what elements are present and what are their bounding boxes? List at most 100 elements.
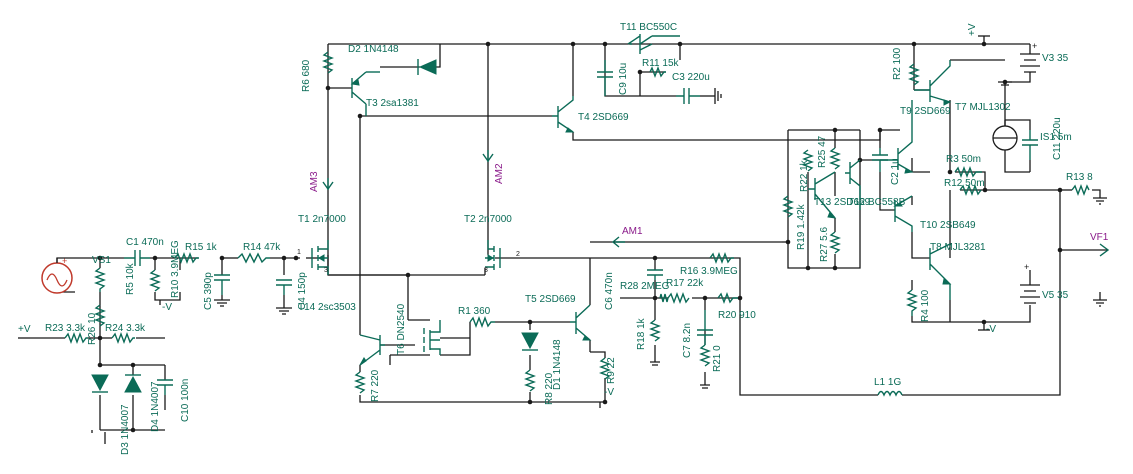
resistor-r28	[659, 293, 669, 303]
resistor-r8	[524, 369, 536, 392]
component-labels: VS1 +V R23 3.3k R24 3.3k R26 10 R5 10k C…	[18, 22, 1109, 455]
transistor-t13	[808, 171, 837, 219]
capacitor-c7	[697, 310, 713, 345]
label-am2: AM2	[494, 163, 505, 184]
resistor-r5	[94, 267, 106, 292]
label-t4: T4 2SD669	[578, 112, 629, 123]
voltage-probe-vf1	[1099, 243, 1110, 257]
transistor-t8	[929, 243, 952, 300]
diode-d4	[124, 374, 142, 393]
label-t11: T11 BC550C	[620, 22, 677, 33]
resistor-r2	[908, 63, 920, 86]
label-t7: T7 MJL1302	[955, 102, 1011, 113]
label-t3: T3 2sa1381	[366, 98, 419, 109]
label-pin3b: 3	[484, 267, 488, 274]
ammeter-am3	[322, 178, 334, 191]
label-c10: C10 100n	[180, 379, 191, 422]
label-t1: T1 2n7000	[298, 214, 346, 225]
svg-text:+: +	[62, 256, 67, 266]
svg-text:+: +	[1024, 262, 1029, 272]
wires	[30, 36, 1108, 431]
label-r12: R12 50m	[944, 178, 985, 189]
capacitor-c1	[124, 250, 150, 266]
label-r8: R8 220	[544, 372, 555, 405]
label-c5: C5 390p	[203, 272, 214, 310]
label-r3: R3 50m	[946, 154, 981, 165]
capacitor-c10	[157, 379, 173, 395]
label-r20: R20 910	[718, 310, 756, 321]
transistor-t11	[627, 34, 680, 54]
label-r24: R24 3.3k	[105, 323, 146, 334]
label-r19: R19 1.42k	[796, 203, 807, 250]
label-plus-v-top: +V	[967, 23, 978, 36]
signal-source-vs1: +	[41, 256, 75, 294]
capacitor-c9	[597, 60, 613, 96]
label-r15: R15 1k	[185, 242, 218, 253]
label-c7: C7 8.2n	[682, 323, 693, 358]
mosfet-t6	[423, 320, 441, 355]
diode-d1	[521, 332, 539, 351]
resistor-r20	[717, 292, 738, 304]
battery-v5: +	[1020, 262, 1040, 304]
transistor-t12	[845, 159, 861, 210]
label-r1: R1 360	[458, 306, 491, 317]
label-r26: R26 10	[87, 312, 98, 345]
label-t6: T6 DN2540	[396, 303, 407, 355]
resistor-r6	[322, 51, 334, 74]
label-r6: R6 680	[301, 59, 312, 92]
svg-text:+: +	[1032, 41, 1037, 51]
label-t10: T10 2SB649	[920, 220, 976, 231]
label-r13: R13 8	[1066, 172, 1093, 183]
capacitor-c5	[214, 274, 230, 295]
label-c4: C4 150p	[297, 272, 308, 310]
label-t13: T13 2SD669	[814, 197, 871, 208]
label-r14: R14 47k	[243, 242, 281, 253]
resistor-r26	[94, 304, 106, 327]
resistor-r17	[667, 292, 690, 304]
resistor-r16	[709, 252, 734, 264]
label-t14: T14 2sc3503	[298, 302, 356, 313]
ammeter-am1	[611, 236, 625, 248]
label-r28: R28 2MEG	[620, 281, 670, 292]
resistor-r4	[906, 289, 918, 316]
resistor-r14	[237, 252, 270, 264]
resistor-r19	[782, 195, 794, 218]
label-am3: AM3	[309, 171, 320, 192]
supply-terminals	[18, 35, 990, 408]
resistor-r1	[469, 316, 495, 328]
label-d3: D3 1N4007	[120, 404, 131, 455]
label-r16: R16 3.9MEG	[680, 266, 738, 277]
resistor-r9	[599, 357, 611, 380]
capacitor-c3	[676, 88, 700, 104]
label-pin3a: 3	[324, 267, 328, 274]
label-minus-v-r10: -V	[162, 302, 172, 313]
resistor-r27	[829, 231, 841, 254]
label-minus-v-r4: -V	[986, 324, 996, 335]
ammeter-am2	[482, 150, 494, 163]
label-v3: V3 35	[1042, 53, 1069, 64]
label-t9: T9 2SD669	[900, 106, 951, 117]
label-vs1: VS1	[92, 255, 111, 266]
label-vf1: VF1	[1090, 232, 1109, 243]
resistor-r18	[649, 319, 661, 342]
resistor-r21	[699, 344, 711, 367]
mosfet-t1	[311, 240, 329, 275]
label-r21: R21 0	[712, 345, 723, 372]
label-r11: R11 15k	[642, 58, 680, 69]
label-minus-v-r9: -V	[604, 387, 614, 398]
ground-symbols	[91, 81, 1107, 444]
battery-v3: +	[1020, 41, 1040, 73]
label-r17: R17 22k	[666, 278, 704, 289]
resistor-r25	[829, 147, 841, 170]
current-source-is1	[992, 120, 1018, 160]
resistor-r15	[174, 252, 199, 264]
label-c2: C2 1u	[890, 158, 901, 185]
label-r5: R5 10k	[125, 262, 136, 295]
label-r7: R7 220	[370, 369, 381, 402]
label-l1: L1 1G	[874, 377, 901, 388]
label-r9: R9 22	[606, 357, 617, 384]
junction-dots	[97, 41, 1063, 433]
capacitor-c11	[1022, 130, 1038, 160]
label-am1: AM1	[622, 226, 643, 237]
